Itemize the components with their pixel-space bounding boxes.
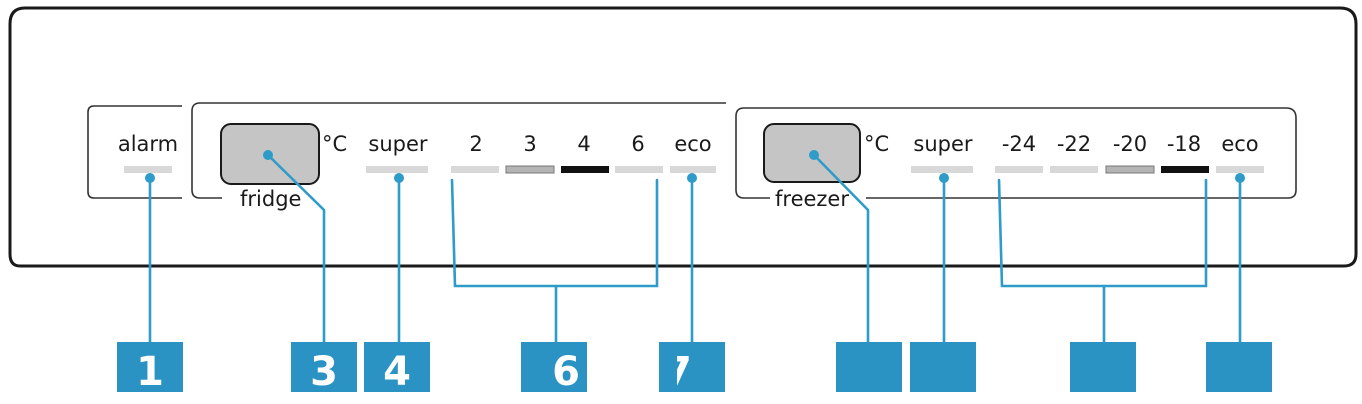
fridge-temp-indicator	[561, 166, 609, 173]
callout-number: 4	[383, 349, 411, 395]
fridge-temp-indicator	[451, 166, 499, 173]
leader-dot	[809, 150, 819, 160]
freezer-eco-indicator	[1216, 166, 1264, 173]
freezer-temp-label: -20	[1113, 132, 1147, 156]
leader-dot	[263, 150, 273, 160]
fridge-eco-label: eco	[674, 132, 711, 156]
callout-box	[836, 342, 902, 392]
callout-box	[291, 342, 357, 392]
freezer-temp-label: -18	[1167, 132, 1201, 156]
fridge-unit-label: °C	[322, 132, 347, 156]
fridge-super-label: super	[368, 132, 428, 156]
callout-number: 3	[310, 349, 338, 395]
callout-boxes	[117, 342, 1272, 392]
callout-number: 6	[552, 349, 580, 395]
freezer-temp-indicator	[1161, 166, 1209, 173]
fridge-group-frame	[191, 102, 726, 199]
callout-number: 1	[136, 349, 164, 395]
freezer-super-indicator	[911, 166, 973, 173]
callout-leader-lines	[148, 153, 1242, 346]
freezer-temp-indicator	[1105, 165, 1155, 174]
leader-dot	[1235, 173, 1245, 183]
freezer-button-label: freezer	[775, 187, 849, 211]
leader-line	[812, 153, 870, 346]
leader-dots	[145, 150, 1245, 183]
callout-number: 7	[664, 349, 692, 395]
leader-dot	[939, 173, 949, 183]
alarm-group-frame	[87, 105, 182, 199]
freezer-temp-indicator	[995, 166, 1043, 173]
fridge-temp-label: 6	[631, 132, 644, 156]
fridge-eco-indicator	[670, 166, 716, 173]
freezer-temp-label: -22	[1057, 132, 1091, 156]
leader-dot	[687, 173, 697, 183]
fridge-temp-indicator	[505, 165, 555, 174]
panel-frame	[8, 6, 1358, 268]
freezer-temp-label: -24	[1002, 132, 1036, 156]
freezer-unit-label: °C	[864, 132, 889, 156]
alarm-indicator	[124, 166, 172, 173]
freezer-group-frame	[735, 107, 1297, 199]
fridge-temp-label: 2	[469, 132, 482, 156]
callout-box	[910, 342, 976, 392]
fridge-temp-indicator	[615, 166, 663, 173]
freezer-super-label: super	[913, 132, 973, 156]
fridge-super-indicator	[366, 166, 428, 173]
fridge-temp-label: 4	[577, 132, 590, 156]
callout-box	[659, 342, 725, 392]
fridge-temp-label: 3	[523, 132, 536, 156]
freezer-temp-indicator	[1050, 166, 1098, 173]
fridge-button-label: fridge	[240, 187, 301, 211]
callout-box	[1206, 342, 1272, 392]
leader-bracket	[997, 178, 1208, 346]
leader-line	[266, 153, 326, 346]
leader-bracket	[450, 178, 659, 346]
callout-box	[521, 342, 587, 392]
callout-box	[117, 342, 183, 392]
freezer-eco-label: eco	[1221, 132, 1258, 156]
callout-box	[364, 342, 430, 392]
leader-dot	[145, 173, 155, 183]
leader-dot	[394, 173, 404, 183]
alarm-label: alarm	[118, 132, 178, 156]
callout-box	[1070, 342, 1136, 392]
